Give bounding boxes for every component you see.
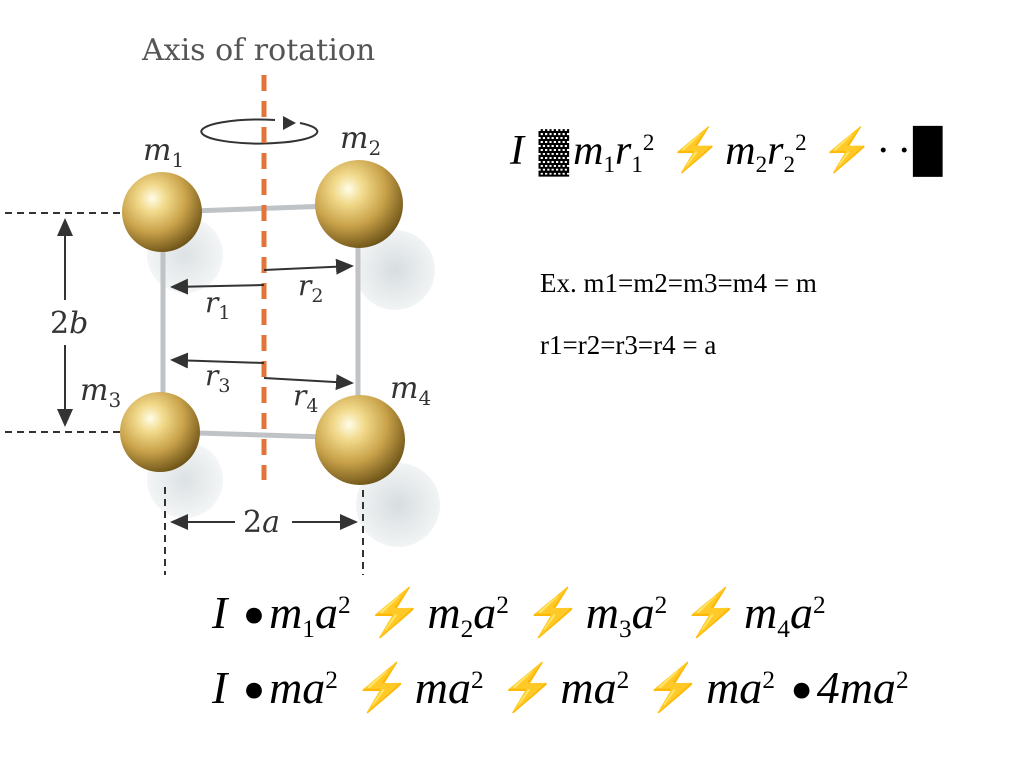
term-sup: 2 bbox=[496, 590, 509, 619]
plus-glyph-icon: ⚡ bbox=[644, 662, 703, 713]
label-m3: m3 bbox=[80, 373, 121, 412]
example-masses-line: Ex. m1=m2=m3=m4 = m bbox=[540, 268, 817, 298]
eq-ellipsis: · · bbox=[877, 128, 909, 174]
term-m: m bbox=[269, 587, 303, 638]
eq-r1: r bbox=[615, 128, 632, 174]
result-sup: 2 bbox=[895, 665, 909, 694]
equals-dot-icon: ● bbox=[790, 668, 813, 710]
term-sub: 4 bbox=[777, 614, 790, 643]
label-r1: r1 bbox=[205, 286, 230, 324]
term-ma: ma bbox=[560, 662, 617, 713]
plus-glyph-icon: ⚡ bbox=[353, 662, 411, 713]
axis-of-rotation-title: Axis of rotation bbox=[141, 33, 375, 68]
eq-r1-sup: 2 bbox=[642, 129, 655, 156]
plus-glyph-icon: ⚡ bbox=[366, 587, 424, 638]
term-a: a bbox=[314, 587, 338, 638]
simplified-equation: I ●ma2 ⚡ma2 ⚡ma2 ⚡ma2 ●4ma2 bbox=[212, 665, 909, 711]
term-sup: 2 bbox=[470, 665, 484, 694]
height-dimension bbox=[5, 212, 120, 433]
bracket-glyph-icon: █ bbox=[912, 128, 943, 174]
example-radii-line: r1=r2=r3=r4 = a bbox=[540, 330, 717, 360]
result-4ma: 4ma bbox=[816, 662, 896, 713]
label-r2: r2 bbox=[298, 269, 323, 307]
eq-I: I bbox=[212, 662, 228, 713]
eq-m2: m bbox=[725, 128, 756, 174]
term-a: a bbox=[473, 587, 497, 638]
eq-r2-sup: 2 bbox=[795, 129, 807, 156]
equals-dot-icon: ● bbox=[242, 593, 266, 635]
term-m: m bbox=[744, 587, 778, 638]
term-a: a bbox=[789, 587, 813, 638]
expanded-equation: I ●m1a2 ⚡m2a2 ⚡m3a2 ⚡m4a2 bbox=[212, 590, 826, 642]
term-sup: 2 bbox=[337, 590, 351, 619]
width-dimension bbox=[164, 487, 364, 575]
term-sup: 2 bbox=[616, 665, 630, 694]
label-2b: 2b bbox=[50, 306, 88, 341]
mass-3-sphere bbox=[120, 392, 200, 472]
term-sup: 2 bbox=[654, 590, 668, 619]
term-sub: 1 bbox=[302, 614, 315, 643]
term-ma: ma bbox=[269, 662, 326, 713]
rotation-direction-arrow bbox=[200, 116, 319, 145]
term-sup: 2 bbox=[762, 665, 775, 694]
label-r4: r4 bbox=[293, 379, 318, 417]
label-r3: r3 bbox=[205, 359, 230, 397]
eq-m2-sub: 2 bbox=[755, 151, 768, 178]
masses bbox=[120, 160, 405, 485]
eq-r1-sub: 1 bbox=[631, 151, 643, 178]
term-m: m bbox=[427, 587, 461, 638]
term-sup: 2 bbox=[325, 665, 338, 694]
mass-2-sphere bbox=[315, 160, 403, 248]
term-m: m bbox=[585, 587, 619, 638]
eq-r2-sub: 2 bbox=[783, 151, 796, 178]
eq-m1-sub: 1 bbox=[603, 151, 616, 178]
term-sub: 3 bbox=[618, 614, 632, 643]
eq-m1: m bbox=[573, 128, 604, 174]
mass-4-sphere bbox=[315, 395, 405, 485]
term-ma: ma bbox=[706, 662, 763, 713]
equals-glyph-icon: ▓ bbox=[538, 128, 570, 174]
rotation-diagram: Axis of rotation m1 m2 bbox=[5, 33, 440, 575]
mass-1-sphere bbox=[122, 172, 202, 252]
term-sub: 2 bbox=[460, 614, 474, 643]
plus-glyph-icon: ⚡ bbox=[821, 128, 874, 174]
plus-glyph-icon: ⚡ bbox=[682, 587, 741, 638]
equals-dot-icon: ● bbox=[242, 668, 266, 710]
label-m1: m1 bbox=[143, 133, 184, 172]
eq-I: I bbox=[510, 128, 524, 174]
plus-glyph-icon: ⚡ bbox=[668, 128, 722, 174]
plus-glyph-icon: ⚡ bbox=[499, 662, 557, 713]
label-m2: m2 bbox=[340, 121, 381, 160]
radius-arrows bbox=[170, 258, 354, 391]
label-m4: m4 bbox=[390, 371, 431, 410]
eq-r2: r bbox=[767, 128, 784, 174]
plus-glyph-icon: ⚡ bbox=[524, 587, 582, 638]
label-2a: 2a bbox=[243, 505, 280, 540]
eq-I: I bbox=[212, 587, 228, 638]
term-a: a bbox=[631, 587, 655, 638]
moment-of-inertia-equation: I ▓m1r12 ⚡m2r22 ⚡· ·█ bbox=[510, 130, 947, 176]
term-sup: 2 bbox=[812, 590, 826, 619]
term-ma: ma bbox=[414, 662, 471, 713]
